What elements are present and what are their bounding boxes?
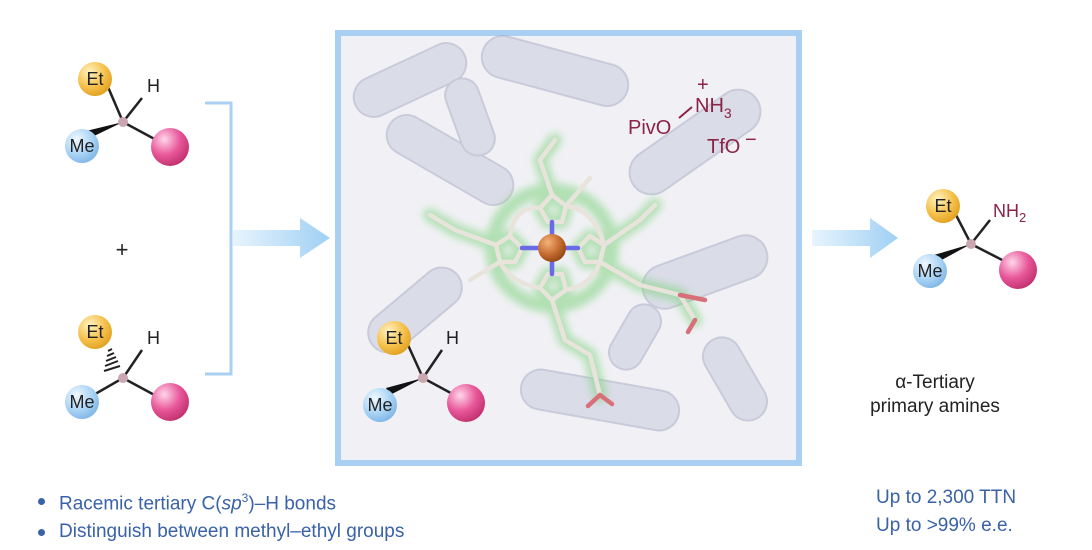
- bullet-text: Distinguish between methyl–ethyl groups: [59, 521, 405, 543]
- product-caption-line2: primary amines: [870, 396, 1000, 417]
- substrate-bottom: Et Me H: [65, 315, 189, 421]
- pivo-label: PivO: [628, 117, 671, 139]
- amination-reagent: + NH3 PivO TfO −: [628, 74, 757, 158]
- methyl-label: Me: [69, 136, 94, 156]
- plus-sign: +: [116, 237, 129, 262]
- ethyl-ball: [377, 321, 411, 355]
- wedge-bond: [86, 122, 123, 138]
- reaction-arrow: [812, 218, 898, 258]
- triflate-charge: −: [745, 129, 757, 151]
- ethyl-ball: [78, 62, 112, 96]
- ethyl-label: Et: [86, 69, 103, 89]
- iron-atom: [538, 234, 566, 262]
- hashed-bond: [103, 348, 121, 372]
- performance-metrics: Up to 2,300 TTN Up to >99% e.e.: [876, 484, 1016, 540]
- ee-metric: Up to >99% e.e.: [876, 515, 1013, 536]
- ethyl-label: Et: [934, 196, 951, 216]
- racemate-bracket: [205, 101, 233, 376]
- methyl-ball: [65, 385, 99, 419]
- nh2-label: NH2: [993, 201, 1026, 225]
- ammonium-charge: +: [697, 74, 709, 96]
- bullet-dot: [38, 528, 45, 536]
- ethyl-label: Et: [86, 322, 103, 342]
- hydrogen-label: H: [147, 328, 160, 348]
- product-amine: Et Me NH2: [913, 189, 1037, 289]
- stereocenter-dot: [118, 117, 128, 127]
- feature-bullets: Racemic tertiary C(sp3)–H bonds Distingu…: [38, 484, 404, 546]
- bullet-text: Racemic tertiary C(sp3)–H bonds: [59, 491, 337, 515]
- substituent-ball: [447, 384, 485, 422]
- methyl-ball: [65, 129, 99, 163]
- substituent-ball: [151, 128, 189, 166]
- bullet-item: Distinguish between methyl–ethyl groups: [38, 518, 404, 546]
- wedge-bond: [934, 244, 971, 262]
- bullet-item: Racemic tertiary C(sp3)–H bonds: [38, 484, 404, 518]
- substituent-ball: [999, 251, 1037, 289]
- bond-line: [406, 344, 425, 379]
- bond-line: [122, 97, 143, 123]
- bond-line: [970, 219, 991, 245]
- ethyl-ball: [78, 315, 112, 349]
- methyl-ball: [913, 254, 947, 288]
- methyl-label: Me: [69, 392, 94, 412]
- hydrogen-label: H: [446, 328, 459, 348]
- methyl-label: Me: [917, 261, 942, 281]
- nh3-label: NH3: [695, 95, 732, 121]
- triflate-label: TfO: [707, 136, 740, 158]
- reaction-arrow: [233, 218, 330, 258]
- substrate-top: Et Me H: [65, 62, 189, 166]
- bond-line: [106, 86, 125, 123]
- substituent-ball: [151, 383, 189, 421]
- stereocenter-dot: [118, 373, 128, 383]
- stereocenter-dot: [418, 373, 428, 383]
- product-caption-line1: α-Tertiary: [895, 372, 975, 393]
- bound-substrate: Et Me H: [363, 321, 485, 422]
- product-caption: α-Tertiary primary amines: [868, 371, 1002, 419]
- ttn-metric: Up to 2,300 TTN: [876, 487, 1017, 508]
- methyl-label: Me: [367, 395, 392, 415]
- wedge-bond: [386, 378, 423, 395]
- bond-line: [421, 349, 444, 379]
- ethyl-ball: [926, 189, 960, 223]
- bond-line: [121, 349, 144, 379]
- heme-cofactor: [423, 133, 708, 409]
- enzyme-panel: + NH3 PivO TfO − Et Me H: [335, 30, 802, 466]
- methyl-ball: [363, 388, 397, 422]
- bullet-dot: [38, 497, 45, 505]
- stereocenter-dot: [966, 239, 976, 249]
- ethyl-label: Et: [385, 328, 402, 348]
- bond-line: [678, 106, 693, 119]
- hydrogen-label: H: [147, 76, 160, 96]
- bond-line: [953, 212, 973, 245]
